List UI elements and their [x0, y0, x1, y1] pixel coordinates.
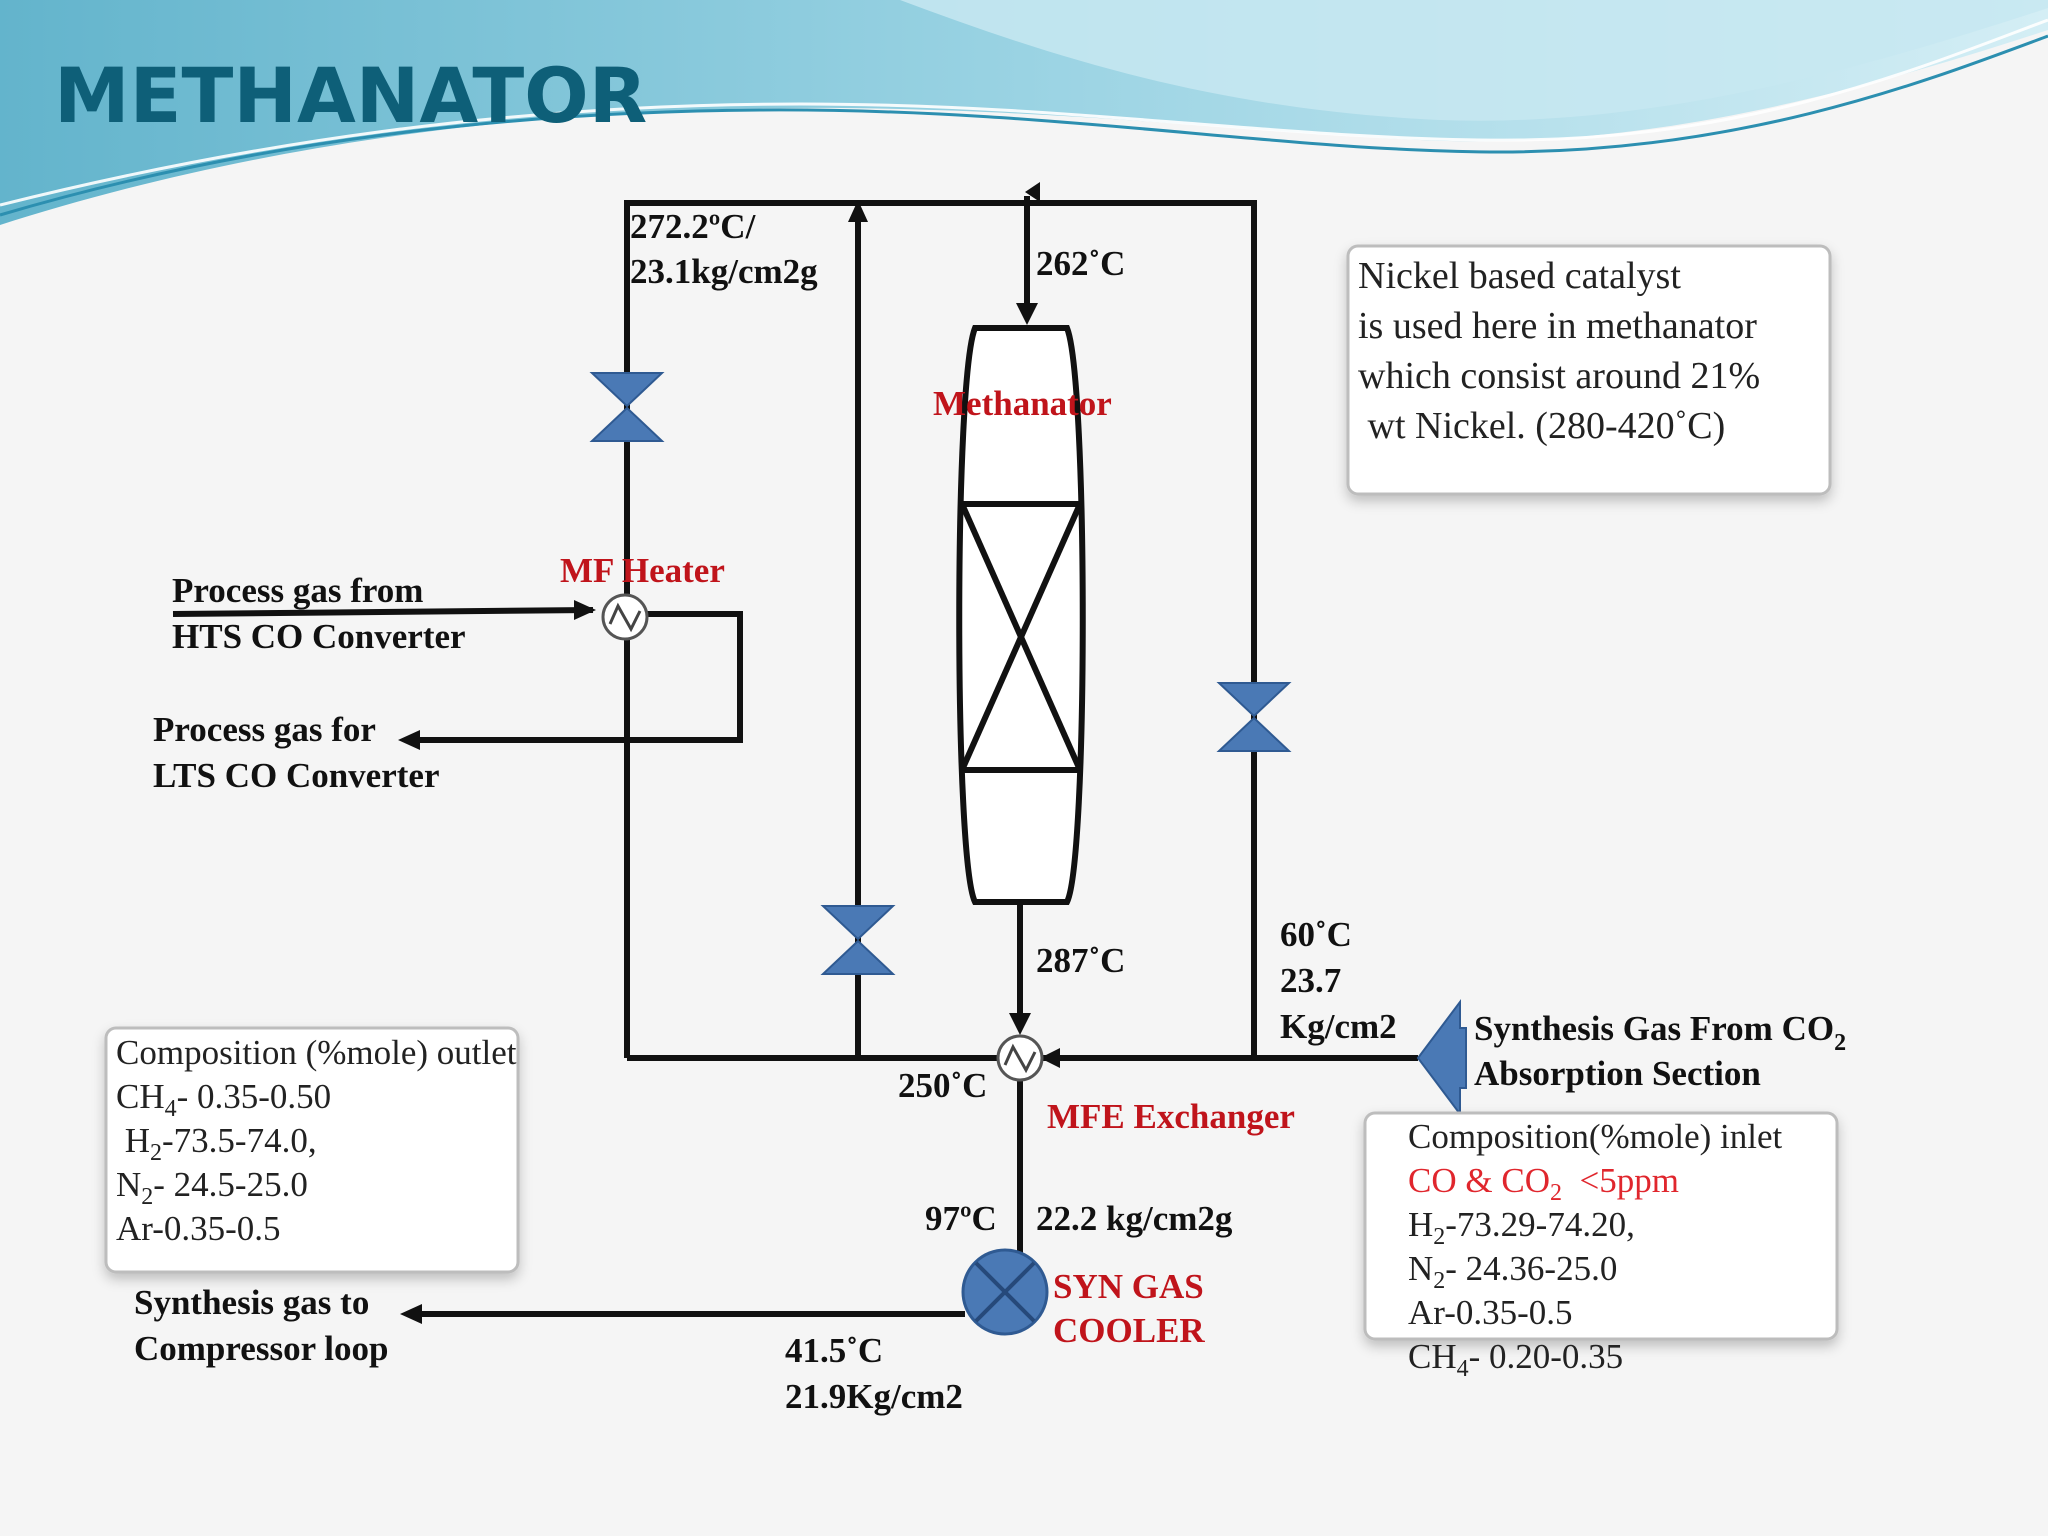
cooler-inlet-temp-label: 97ºC	[925, 1199, 997, 1238]
mf-heater-label: MF Heater	[560, 551, 725, 590]
feed-pressure-label: 23.7	[1280, 961, 1341, 1000]
arrow-process-out	[398, 730, 420, 750]
process-gas-for-label-2: LTS CO Converter	[153, 756, 439, 795]
inlet-h2-line: H2-73.29-74.20,	[1408, 1205, 1635, 1250]
outlet-h2-line: H2-73.5-74.0,	[116, 1121, 317, 1166]
process-gas-from-label: Process gas from	[172, 571, 423, 610]
valves	[589, 372, 1292, 975]
arrow-top-header	[1025, 182, 1040, 202]
header-wave	[0, 0, 2048, 225]
arrow-methanator-in	[1016, 303, 1038, 325]
cooler-outlet-pressure-label: 21.9Kg/cm2	[785, 1377, 963, 1416]
inlet-ar-line: Ar-0.35-0.5	[1408, 1293, 1573, 1332]
process-gas-in-line	[172, 607, 594, 617]
absorption-section-label: Absorption Section	[1474, 1054, 1761, 1093]
top-temp-label: 272.2ºC/	[630, 207, 757, 246]
catalyst-note-line: Nickel based catalyst	[1358, 255, 1681, 297]
mfe-exchanger-label: MFE Exchanger	[1047, 1097, 1295, 1136]
syn-gas-cooler-icon	[961, 1248, 1049, 1336]
exchanger-temp-label: 250˚C	[898, 1066, 987, 1105]
mfe-exchanger-icon	[996, 1034, 1044, 1082]
process-gas-for-label: Process gas for	[153, 710, 376, 749]
arrow-process-in	[574, 600, 596, 620]
arrow-bypass-up	[848, 200, 868, 222]
syn-gas-cooler-label: SYN GAS	[1053, 1267, 1204, 1306]
inlet-composition-box: Composition(%mole) inlet CO & CO2 <5ppm …	[1363, 1111, 1839, 1382]
valve-icon	[820, 905, 896, 975]
inlet-ch4-line: CH4- 0.20-0.35	[1408, 1337, 1623, 1382]
inlet-co-line: CO & CO2 <5ppm	[1408, 1161, 1679, 1206]
outlet-ar-line: Ar-0.35-0.5	[116, 1209, 281, 1248]
arrow-methanator-out	[1009, 1013, 1031, 1035]
mf-heater-icon	[601, 593, 649, 641]
valve-icon	[589, 372, 665, 442]
outlet-composition-heading: Composition (%mole) outlet	[116, 1033, 517, 1072]
feed-inlet-arrow-icon	[1416, 999, 1467, 1117]
to-compressor-label: Synthesis gas to	[134, 1283, 369, 1322]
inlet-temp-label: 262˚C	[1036, 244, 1125, 283]
arrow-feed-left	[1040, 1048, 1060, 1068]
methanator-vessel	[956, 325, 1086, 905]
inlet-composition-heading: Composition(%mole) inlet	[1408, 1117, 1783, 1156]
syn-gas-cooler-label-2: COOLER	[1053, 1311, 1205, 1350]
outlet-ch4-line: CH4- 0.35-0.50	[116, 1077, 331, 1122]
process-gas-out-line	[405, 611, 743, 743]
top-pressure-label: 23.1kg/cm2g	[630, 252, 818, 291]
inlet-n2-line: N2- 24.36-25.0	[1408, 1249, 1617, 1294]
arrow-compressor	[400, 1304, 422, 1324]
to-compressor-label-2: Compressor loop	[134, 1329, 388, 1368]
catalyst-note-line: is used here in methanator	[1358, 305, 1757, 347]
synthesis-gas-from-label: Synthesis Gas From CO2	[1474, 1009, 1846, 1056]
cooler-outlet-temp-label: 41.5˚C	[785, 1331, 883, 1370]
methanator-label: Methanator	[933, 384, 1112, 423]
catalyst-note-line: which consist around 21%	[1358, 355, 1760, 397]
feed-temp-label: 60˚C	[1280, 915, 1352, 954]
feed-pressure-unit-label: Kg/cm2	[1280, 1007, 1397, 1046]
catalyst-note-line: wt Nickel. (280-420˚C)	[1358, 405, 1725, 447]
cooler-inlet-pressure-label: 22.2 kg/cm2g	[1036, 1199, 1233, 1238]
outlet-temp-label: 287˚C	[1036, 941, 1125, 980]
outlet-composition-box: Composition (%mole) outlet CH4- 0.35-0.5…	[104, 1026, 520, 1274]
page-title: METHANATOR	[54, 51, 647, 140]
valve-icon	[1216, 682, 1292, 752]
catalyst-note-box: Nickel based catalyst is used here in me…	[1346, 244, 1832, 496]
flow-arrows	[398, 182, 1060, 1324]
process-gas-from-label-2: HTS CO Converter	[172, 617, 466, 656]
outlet-n2-line: N2- 24.5-25.0	[116, 1165, 308, 1210]
